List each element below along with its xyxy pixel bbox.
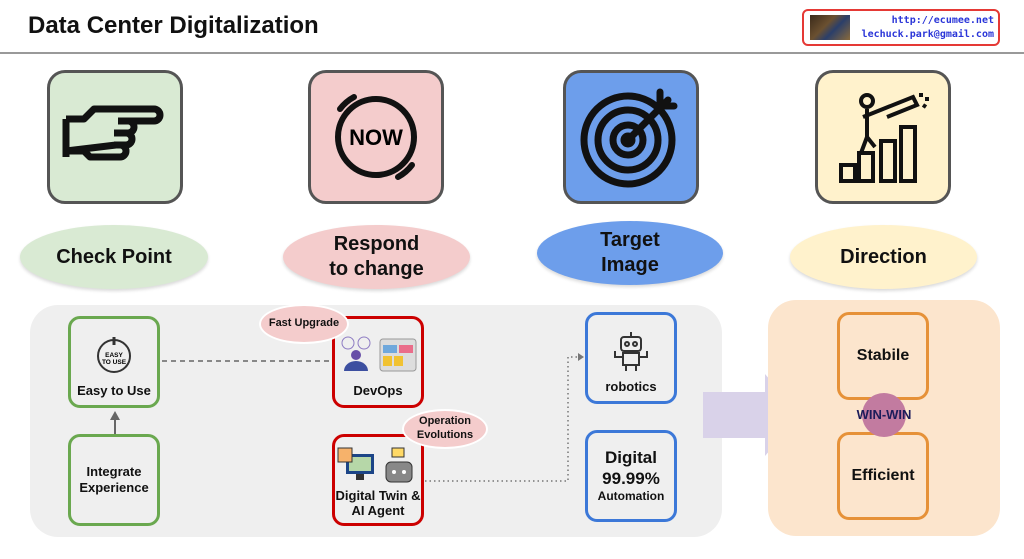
fast-upgrade-tag: Fast Upgrade <box>259 304 349 344</box>
respond-label: Respond to change <box>283 225 470 289</box>
digital-twin-label: Digital Twin & AI Agent <box>335 487 421 519</box>
robot-icon <box>614 332 648 372</box>
win-win-label: WIN-WIN <box>856 407 912 422</box>
page-title: Data Center Digitalization <box>28 12 319 39</box>
integrate-experience-card: Integrate Experience <box>68 434 160 526</box>
respond-icon-box: NOW <box>308 70 444 204</box>
easy-to-use-label: Easy to Use <box>77 383 151 399</box>
robotics-label: robotics <box>605 379 657 395</box>
robotics-card: robotics <box>585 312 677 404</box>
svg-text:NOW: NOW <box>349 125 403 150</box>
svg-text:TO USE: TO USE <box>102 359 127 366</box>
check-point-icon-box <box>47 70 183 204</box>
target-image-label: Target Image <box>537 221 723 285</box>
contact-url[interactable]: http://ecumee.net <box>891 15 994 26</box>
operation-evolutions-tag: Operation Evolutions <box>402 409 488 449</box>
digital-title: Digital <box>605 448 657 468</box>
automation-label: Automation <box>597 489 665 504</box>
digital-automation-card: Digital 99.99% Automation <box>585 430 677 522</box>
telescope-growth-icon <box>839 93 929 183</box>
devops-icon <box>341 336 417 372</box>
target-icon-box <box>563 70 699 204</box>
efficient-label: Efficient <box>851 467 915 485</box>
stabile-label: Stabile <box>856 347 910 365</box>
direction-label: Direction <box>790 225 977 289</box>
check-point-label: Check Point <box>20 225 208 289</box>
pointing-hand-icon <box>62 105 164 161</box>
win-win-circle <box>862 393 906 437</box>
digital-twin-card: Digital Twin & AI Agent <box>332 434 424 526</box>
target-icon <box>580 88 678 188</box>
contact-box: http://ecumee.net lechuck.park@gmail.com <box>802 9 1000 46</box>
now-icon: NOW <box>335 94 417 180</box>
integrate-experience-label: Integrate Experience <box>79 464 149 495</box>
efficient-card: Efficient <box>837 432 929 520</box>
digital-twin-ai-agent-icon <box>337 447 413 483</box>
devops-label: DevOps <box>353 383 403 399</box>
devops-card: DevOps <box>332 316 424 408</box>
stabile-card: Stabile <box>837 312 929 400</box>
svg-text:EASY: EASY <box>105 352 123 359</box>
divider <box>0 52 1024 54</box>
author-photo <box>810 15 850 40</box>
contact-email[interactable]: lechuck.park@gmail.com <box>861 29 994 40</box>
direction-icon-box <box>815 70 951 204</box>
digital-percent: 99.99% <box>602 468 660 488</box>
